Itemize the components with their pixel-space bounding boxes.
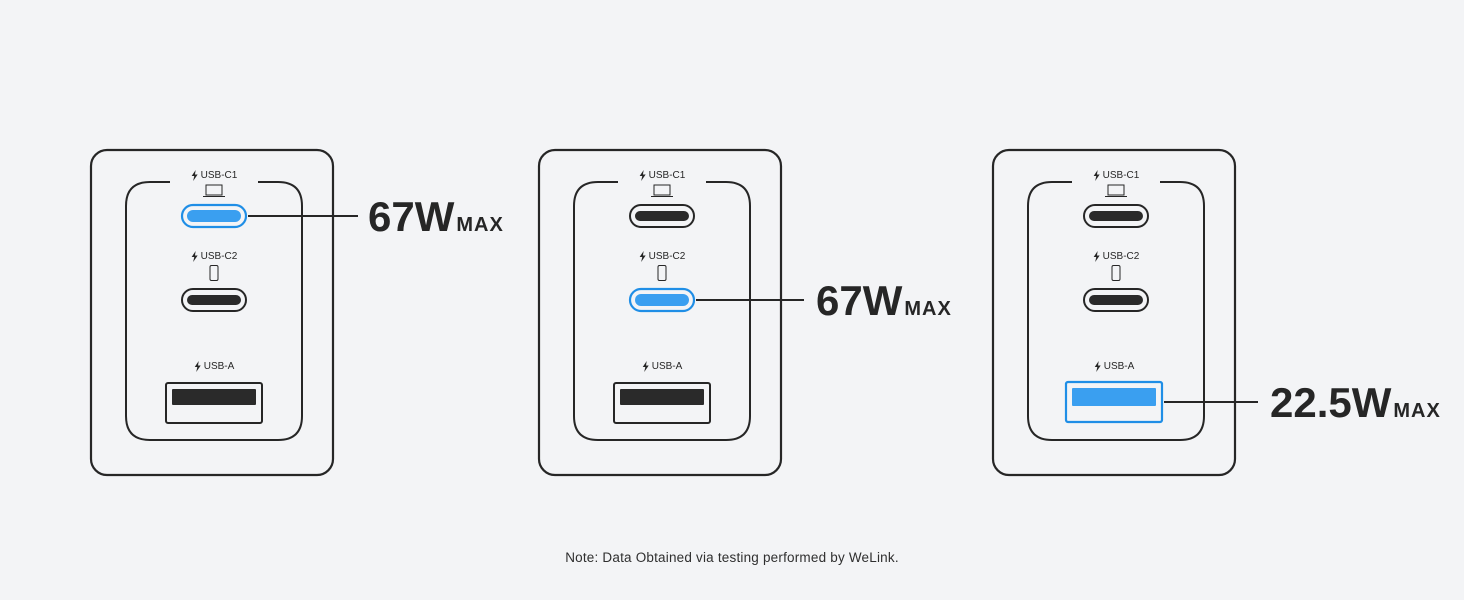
- usb-c2-port-inner: [635, 294, 689, 306]
- usb-a-port: [613, 382, 711, 424]
- lightning-bolt-icon: [191, 170, 198, 181]
- watt-value: 22.5W: [1270, 379, 1392, 426]
- charger-body: [537, 148, 783, 477]
- watt-unit: MAX: [1393, 400, 1441, 422]
- lightning-bolt-icon: [1094, 361, 1101, 372]
- lightning-bolt-icon: [639, 251, 646, 262]
- usb-c1-port-inner: [635, 211, 689, 221]
- usb-a-label: USB-A: [642, 361, 682, 372]
- port-panel-outline: [125, 181, 303, 441]
- phone-icon: [209, 265, 219, 281]
- charger-body: [89, 148, 335, 477]
- usb-c2-port: [628, 287, 696, 313]
- usb-c1-label: USB-C1: [639, 170, 685, 181]
- usb-c1-port: [180, 203, 248, 229]
- phone-icon: [657, 265, 667, 281]
- usb-c1-port: [1083, 204, 1149, 228]
- lightning-bolt-icon: [1093, 170, 1100, 181]
- usb-c2-label: USB-C2: [639, 251, 685, 262]
- charger-body: [991, 148, 1237, 477]
- watt-unit: MAX: [904, 298, 952, 320]
- usb-c1-port-inner: [1089, 211, 1143, 221]
- usb-c1-port: [629, 204, 695, 228]
- watt-value: 67W: [816, 277, 903, 324]
- port-panel-outline: [1027, 181, 1205, 441]
- usb-c2-port-inner: [1089, 295, 1143, 305]
- usb-a-port: [1064, 380, 1164, 424]
- usb-a-label: USB-A: [1094, 361, 1134, 372]
- usb-a-port-inner: [172, 389, 256, 405]
- port-panel-outline: [573, 181, 751, 441]
- charger-diagram-3: [991, 148, 1258, 477]
- charger-diagram-2: [537, 148, 804, 477]
- usb-a-port-inner: [1072, 388, 1156, 406]
- laptop-icon: [651, 184, 673, 197]
- lightning-bolt-icon: [194, 361, 201, 372]
- usb-c2-port: [181, 288, 247, 312]
- usb-c2-port-inner: [187, 295, 241, 305]
- watt-value: 67W: [368, 193, 455, 240]
- lightning-bolt-icon: [642, 361, 649, 372]
- laptop-icon: [1105, 184, 1127, 197]
- lightning-bolt-icon: [1093, 251, 1100, 262]
- usb-a-port-inner: [620, 389, 704, 405]
- usb-c2-port: [1083, 288, 1149, 312]
- usb-c2-label: USB-C2: [191, 251, 237, 262]
- usb-c1-port-inner: [187, 210, 241, 222]
- usb-a-port: [165, 382, 263, 424]
- laptop-icon: [203, 184, 225, 197]
- charger-diagram-1: [89, 148, 358, 477]
- footnote: Note: Data Obtained via testing performe…: [565, 550, 899, 565]
- usb-c1-label: USB-C1: [1093, 170, 1139, 181]
- lightning-bolt-icon: [191, 251, 198, 262]
- watt-unit: MAX: [456, 214, 504, 236]
- lightning-bolt-icon: [639, 170, 646, 181]
- phone-icon: [1111, 265, 1121, 281]
- usb-c2-label: USB-C2: [1093, 251, 1139, 262]
- usb-a-label: USB-A: [194, 361, 234, 372]
- usb-c1-label: USB-C1: [191, 170, 237, 181]
